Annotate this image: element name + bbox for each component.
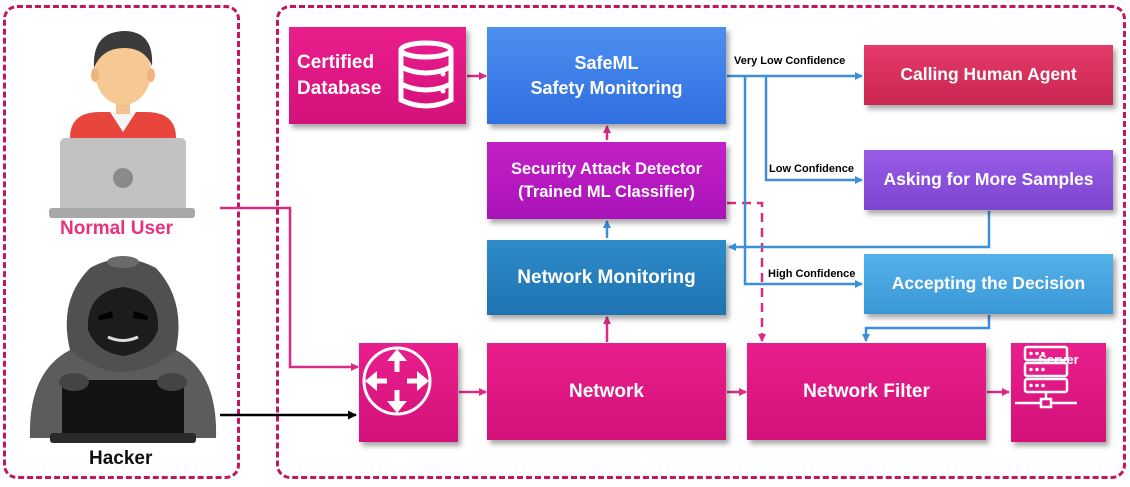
calling-human-agent-label: Calling Human Agent	[900, 64, 1077, 85]
security-attack-detector-box: Security Attack Detector (Trained ML Cla…	[487, 142, 726, 219]
router-box	[359, 343, 458, 442]
normal-user-label: Normal User	[60, 218, 173, 239]
asking-more-samples-label: Asking for More Samples	[883, 169, 1094, 190]
certified-database-box: Certified Database	[289, 27, 466, 124]
safeml-box: SafeML Safety Monitoring	[487, 27, 726, 124]
hacker-label: Hacker	[89, 448, 153, 469]
actors-group	[3, 5, 240, 479]
safeml-to-samples-line	[764, 76, 863, 184]
asking-more-samples-box: Asking for More Samples	[864, 150, 1113, 210]
network-label: Network	[569, 380, 644, 402]
network-filter-box: Network Filter	[747, 343, 986, 440]
accepting-decision-label: Accepting the Decision	[891, 273, 1086, 294]
router-icon	[362, 346, 432, 416]
safeml-label: SafeML Safety Monitoring	[530, 53, 683, 98]
database-icon	[398, 40, 454, 109]
network-monitoring-label: Network Monitoring	[517, 266, 696, 288]
system-group	[276, 5, 1126, 479]
network-monitoring-box: Network Monitoring	[487, 240, 726, 315]
certified-database-label: Certified Database	[297, 51, 382, 99]
user-to-router-line	[220, 206, 359, 371]
network-box: Network	[487, 343, 726, 440]
edge-label-very-low: Very Low Confidence	[734, 55, 846, 67]
calling-human-agent-box: Calling Human Agent	[864, 45, 1113, 105]
accepting-decision-box: Accepting the Decision	[864, 254, 1113, 314]
detector-to-filter-dashed-line	[727, 201, 766, 342]
server-box: Server	[1011, 343, 1106, 442]
edge-label-low: Low Confidence	[769, 163, 854, 175]
network-filter-label: Network Filter	[803, 380, 930, 402]
samples-to-monitoring-line	[728, 211, 991, 251]
server-icon	[1015, 345, 1077, 409]
safeml-to-accept-line	[743, 76, 863, 288]
edge-label-high: High Confidence	[768, 268, 856, 280]
accept-to-filter-line	[862, 315, 991, 342]
security-attack-detector-label: Security Attack Detector (Trained ML Cla…	[510, 160, 703, 201]
